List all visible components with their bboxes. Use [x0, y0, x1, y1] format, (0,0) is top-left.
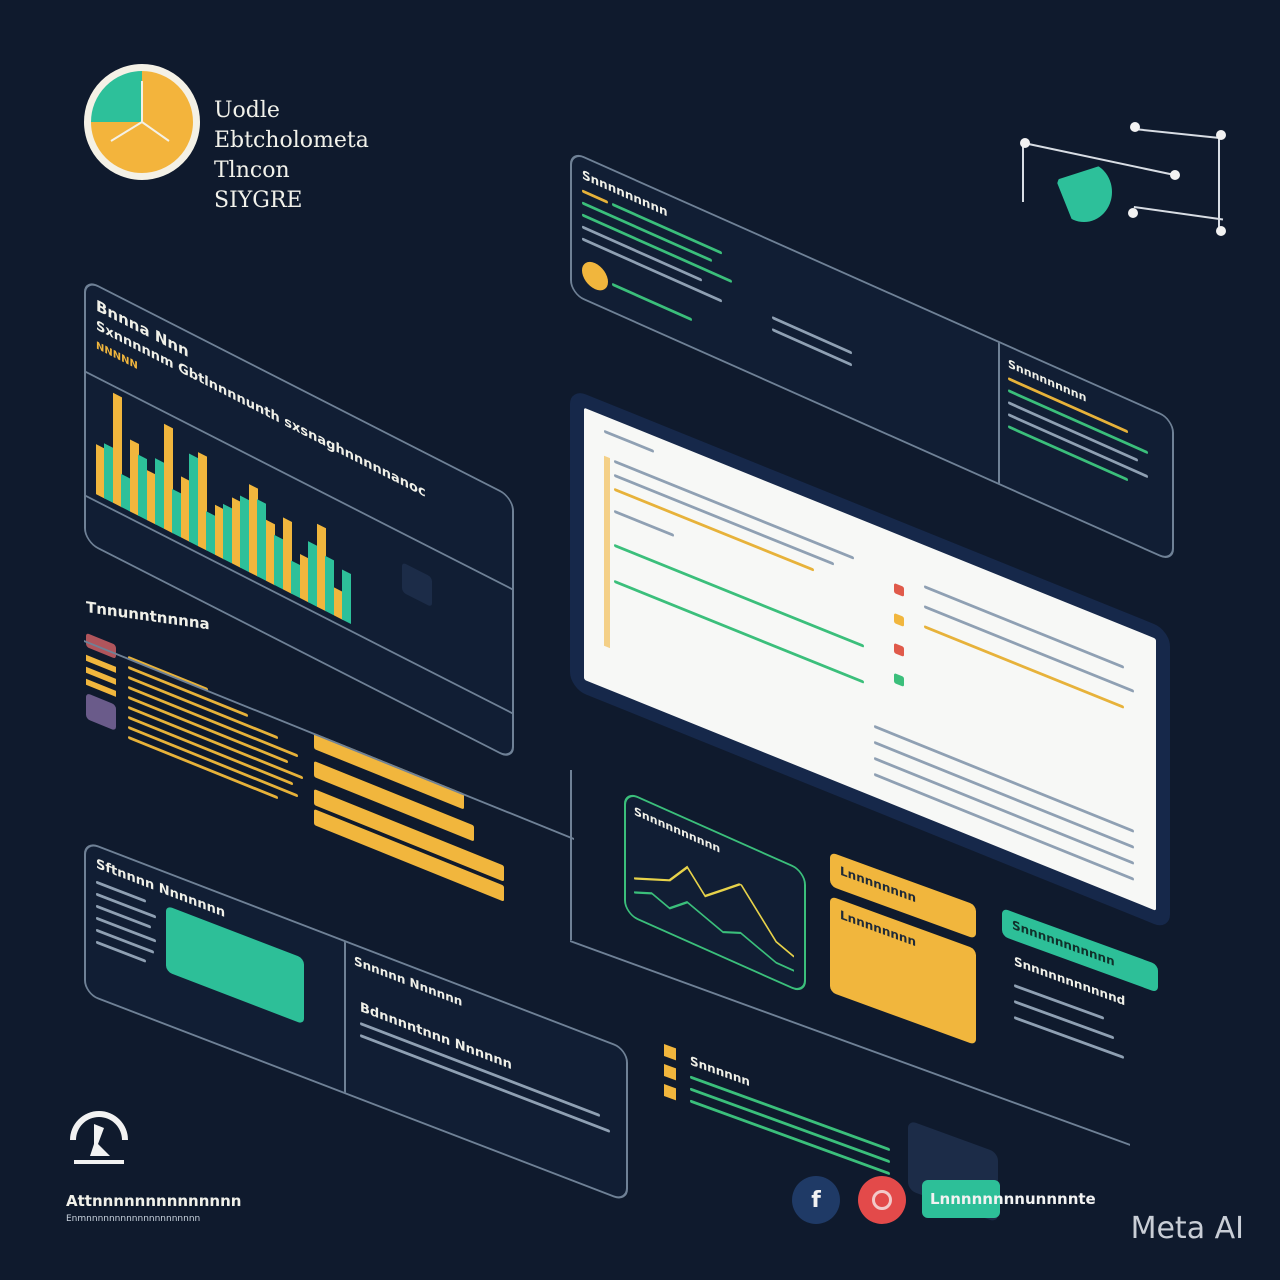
bar-1-5 — [189, 453, 198, 547]
network-icon — [1010, 118, 1240, 248]
brand-pie-icon — [84, 64, 200, 180]
status-red-icon — [894, 582, 904, 597]
bar-1-4 — [172, 488, 181, 538]
bar-1-3 — [155, 458, 164, 529]
brand-line-1: Uodle — [214, 98, 280, 123]
status-yellow-icon — [894, 612, 904, 627]
form-highlight-card[interactable] — [166, 905, 304, 1025]
status-red-icon-2 — [894, 642, 904, 657]
swoosh-icon — [1056, 162, 1112, 222]
bar-1-1 — [121, 473, 130, 512]
brand-text: Uodle Ebtcholometa Tlncon SIYGRE — [214, 96, 369, 216]
bar-1-12 — [308, 541, 317, 607]
bar-1-9 — [257, 499, 266, 581]
info-avatar-icon[interactable] — [582, 257, 608, 295]
bar-1-11 — [291, 560, 300, 599]
list-icon-1 — [86, 632, 116, 659]
bottom-bullet-1 — [664, 1044, 676, 1061]
bar-chart — [96, 384, 356, 626]
bottom-panel-title: Snnnnnn — [690, 1053, 750, 1090]
brand-line-3: Tlncon — [214, 158, 290, 183]
line-chart — [634, 865, 794, 972]
bottom-bullet-3 — [664, 1084, 676, 1101]
bottom-panel: Snnnnnn — [664, 1044, 900, 1194]
list-panel-title: Tnnunntnnnna — [86, 598, 210, 634]
facebook-glyph: f — [811, 1187, 821, 1213]
bar-1-10 — [274, 534, 283, 590]
bar-1-13 — [325, 555, 334, 616]
footer-cta-label: Lnnnnnnnnunnnnte — [930, 1190, 1096, 1208]
brand-line-2: Ebtcholometa — [214, 128, 369, 153]
bar-1-0 — [104, 443, 113, 503]
screen-side-rail — [604, 455, 610, 649]
brand-line-4: SIYGRE — [214, 188, 303, 213]
bar-1-14 — [342, 569, 351, 625]
bar-1-2 — [138, 454, 147, 521]
footer-cta-button[interactable] — [922, 1180, 1000, 1218]
line-series-0 — [634, 865, 794, 958]
footer-logo-sub: Enmnnnnnnnnnnnnnnnnnnnn — [66, 1214, 201, 1224]
list-icon-5 — [86, 692, 116, 731]
bar-1-6 — [206, 511, 215, 555]
line-series-1 — [634, 891, 794, 972]
status-green-icon — [894, 672, 904, 687]
placeholder-tile — [402, 562, 432, 608]
line-chart-panel: Snnnnnnnnnn — [624, 790, 806, 996]
bar-1-7 — [223, 503, 232, 564]
instagram-ring — [872, 1190, 892, 1210]
facebook-icon[interactable]: f — [792, 1176, 840, 1224]
bottom-bullet-2 — [664, 1064, 676, 1081]
instagram-icon[interactable] — [858, 1176, 906, 1224]
footer-logo-icon — [64, 1104, 134, 1174]
footer-logo-text: Attnnnnnnnnnnnnnn — [66, 1192, 242, 1210]
bar-1-8 — [240, 495, 249, 573]
watermark: Meta AI — [1130, 1211, 1244, 1246]
